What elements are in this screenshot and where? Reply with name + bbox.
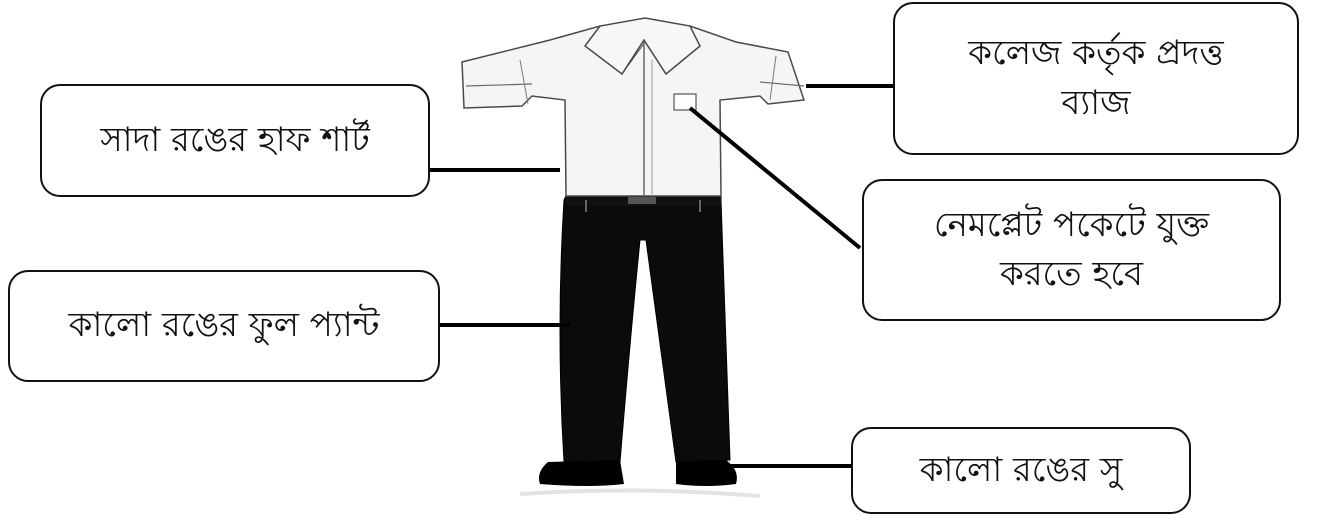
badge-label-line-2: ব্যাজ: [1061, 79, 1130, 128]
pants-label: কালো রঙের ফুল প্যান্ট: [69, 301, 380, 350]
nameplate-label-line-2: করতে হবে: [1000, 250, 1143, 299]
shoes-label: কালো রঙের সু: [920, 446, 1123, 495]
shirt-label-box: সাদা রঙের হাফ শার্ট: [40, 84, 430, 197]
black-trousers: [560, 194, 730, 462]
pants-label-box: কালো রঙের ফুল প্যান্ট: [8, 270, 440, 382]
nameplate-label-line-1: নেমপ্লেট পকেটে যুক্ত: [934, 201, 1209, 250]
badge-label-line-1: কলেজ কর্তৃক প্রদত্ত: [968, 29, 1223, 78]
nameplate-label-box: নেমপ্লেট পকেটে যুক্ত করতে হবে: [862, 179, 1281, 321]
nameplate-pocket: [674, 94, 696, 110]
shirt-label: সাদা রঙের হাফ শার্ট: [100, 116, 370, 165]
shoes-label-box: কালো রঙের সু: [851, 427, 1191, 514]
badge-label-box: কলেজ কর্তৃক প্রদত্ত ব্যাজ: [893, 2, 1299, 155]
